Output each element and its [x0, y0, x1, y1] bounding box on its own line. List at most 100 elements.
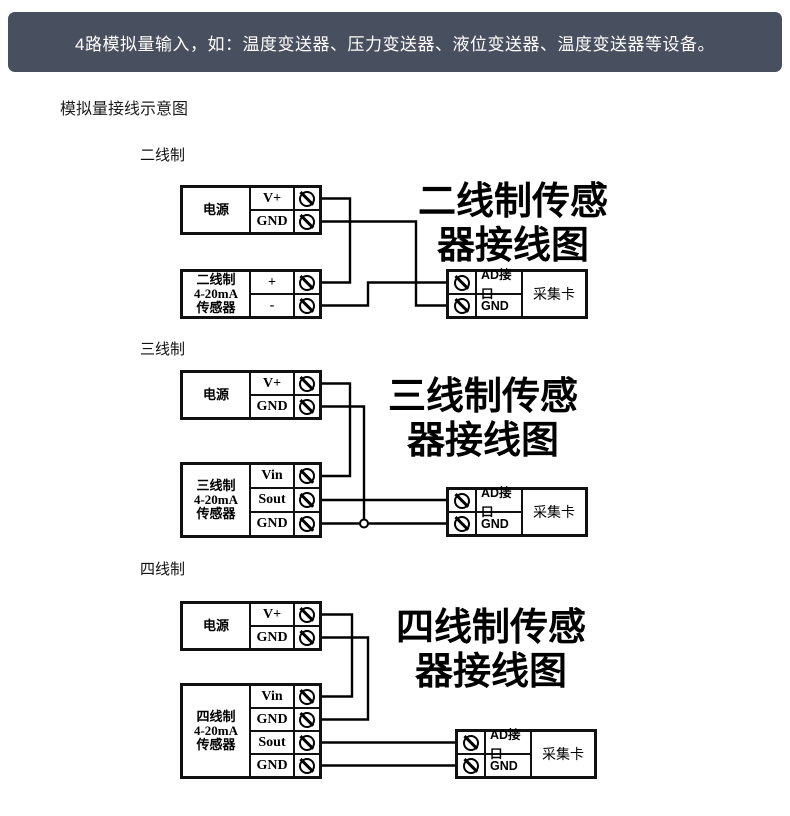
screw-terminal-icon [299, 274, 315, 291]
block-name-line: 二线制 [196, 272, 236, 287]
screw-terminal-icon [299, 734, 315, 751]
screw-terminal-icon [299, 516, 315, 532]
block-name-line: 4-20mA [193, 286, 239, 301]
header-text: 4路模拟量输入，如：温度变送器、压力变送器、液位变送器、温度变送器等设备。 [75, 34, 715, 54]
sensor-block: 三线制 4-20mA 传感器 Vin Sout GND [180, 462, 322, 538]
terminal-row: GND [251, 211, 319, 232]
terminal-row: GND [251, 396, 319, 417]
block-name-line: 4-20mA [193, 723, 239, 738]
terminal-row: - [251, 295, 319, 316]
sensor-block: 四线制 4-20mA 传感器 Vin GND Sout GND [180, 683, 322, 779]
screw-terminal-icon [299, 297, 315, 314]
header-banner: 4路模拟量输入，如：温度变送器、压力变送器、液位变送器、温度变送器等设备。 [8, 12, 782, 72]
wiring-title-line2: 器接线图 [406, 420, 559, 462]
terminal-label: GND [251, 396, 295, 417]
terminal-row: GND [251, 513, 319, 535]
screw-terminal-icon [299, 711, 315, 728]
terminal-row: AD接口 [458, 727, 530, 761]
wiring-title-line1: 二线制传感 [417, 181, 608, 223]
terminal-row: V+ [251, 373, 319, 396]
terminal-row: Sout [251, 732, 319, 755]
terminal-row: V+ [251, 188, 319, 211]
block-name-line: 传感器 [196, 506, 236, 521]
terminal-label: GND [251, 627, 295, 648]
terminal-row: + [251, 272, 319, 295]
terminal-row: AD接口 [449, 267, 521, 301]
wire-vplus-to-plus [322, 197, 352, 284]
screw-terminal-icon [299, 213, 315, 230]
terminal-label: AD接口 [481, 267, 512, 301]
terminal-label: GND [251, 211, 295, 232]
block-name: 二线制 4-20mA 传感器 [183, 272, 251, 316]
section-label-three-wire: 三线制 [140, 341, 186, 358]
power-supply-block: 电源 V+ GND [180, 370, 322, 420]
terminal-row: Vin [251, 686, 319, 709]
sensor-block: 二线制 4-20mA 传感器 + - [180, 269, 322, 319]
terminal-label: - [251, 295, 295, 316]
wiring-title-line2: 器接线图 [414, 651, 567, 693]
screw-terminal-icon [454, 274, 470, 291]
screw-terminal-icon [299, 757, 315, 774]
block-name-line: 四线制 [196, 709, 236, 724]
screw-terminal-icon [463, 734, 479, 751]
terminal-label: Sout [251, 732, 295, 753]
terminal-row: V+ [251, 604, 319, 627]
section-label-four-wire: 四线制 [140, 561, 186, 578]
capture-card-block: AD接口 GND 采集卡 [446, 267, 588, 319]
terminal-label: AD接口 [490, 727, 521, 761]
block-name: 采集卡 [521, 490, 585, 534]
block-name: 采集卡 [521, 272, 585, 316]
block-name: 电源 [183, 188, 251, 232]
power-supply-block: 电源 V+ GND [180, 185, 322, 235]
terminal-label: Sout [251, 489, 295, 511]
screw-terminal-icon [299, 398, 315, 415]
block-name-line: 传感器 [196, 300, 236, 315]
capture-card-block: AD接口 GND 采集卡 [455, 727, 597, 779]
block-name: 电源 [183, 373, 251, 417]
screw-terminal-icon [299, 629, 315, 646]
screw-terminal-icon [454, 492, 470, 509]
terminal-row: GND [449, 295, 521, 316]
block-name: 四线制 4-20mA 传感器 [183, 686, 251, 776]
screw-terminal-icon [463, 757, 479, 774]
capture-card-block: AD接口 GND 采集卡 [446, 485, 588, 537]
screw-terminal-icon [454, 515, 470, 532]
screw-terminal-icon [299, 606, 315, 623]
wire-vplus-to-vin [322, 382, 352, 478]
terminal-row: Vin [251, 465, 319, 489]
wiring-title-line1: 四线制传感 [395, 607, 586, 649]
power-supply-block: 电源 V+ GND [180, 601, 322, 651]
wire-vplus-to-vin [322, 613, 354, 698]
screw-terminal-icon [299, 375, 315, 392]
block-name-line: 三线制 [196, 478, 236, 493]
screw-terminal-icon [299, 492, 315, 508]
terminal-label: Vin [251, 465, 295, 487]
terminal-label: GND [481, 516, 509, 531]
block-name-line: 传感器 [196, 737, 236, 752]
terminal-label: GND [490, 758, 518, 773]
page-title: 模拟量接线示意图 [60, 101, 189, 118]
section-label-two-wire: 二线制 [140, 147, 186, 164]
block-name: 采集卡 [530, 732, 594, 776]
terminal-label: AD接口 [481, 485, 512, 519]
terminal-row: GND [449, 513, 521, 534]
terminal-row: Sout [251, 489, 319, 513]
terminal-row: AD接口 [449, 485, 521, 519]
terminal-row: GND [251, 627, 319, 648]
screw-terminal-icon [454, 297, 470, 314]
wire-minus-to-ad [322, 281, 446, 307]
terminal-label: Vin [251, 686, 295, 707]
terminal-label: GND [481, 298, 509, 313]
terminal-label: GND [251, 709, 295, 730]
terminal-label: GND [251, 755, 295, 776]
terminal-label: + [251, 272, 295, 293]
terminal-label: V+ [251, 188, 295, 209]
terminal-label: V+ [251, 373, 295, 394]
block-name: 电源 [183, 604, 251, 648]
screw-terminal-icon [299, 190, 315, 207]
screw-terminal-icon [299, 468, 315, 484]
junction-node-icon [359, 518, 369, 529]
terminal-row: GND [251, 709, 319, 732]
wire-gnd-to-junction [322, 405, 366, 524]
